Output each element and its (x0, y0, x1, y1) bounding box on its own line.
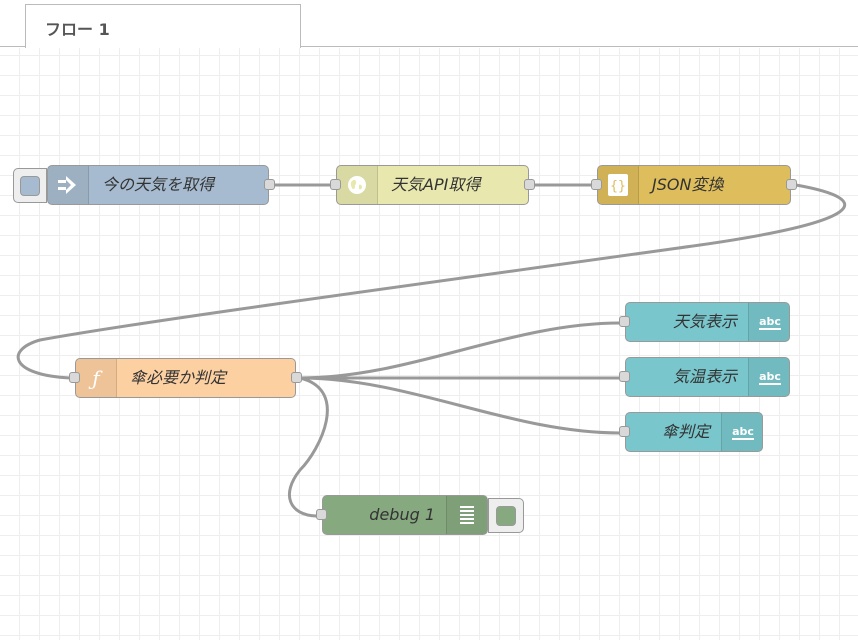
svg-text:abc: abc (759, 370, 781, 383)
debug-toggle-button-face[interactable] (496, 506, 516, 526)
node-label: 気温表示 (672, 367, 737, 386)
abc-text-icon: abc (748, 358, 789, 396)
input-port[interactable] (591, 179, 602, 190)
input-port[interactable] (316, 509, 327, 520)
output-port[interactable] (524, 179, 535, 190)
node-function[interactable]: ƒ 傘必要か判定 (69, 358, 302, 398)
input-port[interactable] (619, 316, 630, 327)
node-label: JSON変換 (652, 175, 724, 194)
node-label: 傘判定 (661, 422, 710, 441)
tab-flow-1[interactable]: フロー 1 (25, 4, 301, 48)
output-port[interactable] (786, 179, 797, 190)
debug-toggle-button[interactable] (488, 498, 524, 533)
svg-text:ƒ: ƒ (88, 366, 103, 390)
node-label: debug 1 (369, 505, 435, 524)
node-label: 傘必要か判定 (130, 368, 227, 387)
tab-label: フロー 1 (45, 20, 110, 39)
node-json[interactable]: {} JSON変換 (591, 165, 797, 205)
node-text-weather[interactable]: abc 天気表示 (619, 302, 790, 342)
output-port[interactable] (291, 372, 302, 383)
node-text-umbrella[interactable]: abc 傘判定 (619, 412, 763, 452)
inject-trigger-button-face[interactable] (20, 176, 40, 196)
input-port[interactable] (619, 371, 630, 382)
node-text-temperature[interactable]: abc 気温表示 (619, 357, 790, 397)
globe-icon (337, 166, 378, 204)
abc-text-icon: abc (721, 413, 762, 451)
node-inject[interactable]: 今の天気を取得 (47, 165, 275, 205)
inject-arrow-icon (48, 166, 89, 204)
braces-icon: {} (598, 166, 639, 204)
svg-text:abc: abc (732, 425, 754, 438)
node-label: 天気表示 (672, 312, 737, 331)
node-label: 今の天気を取得 (102, 175, 215, 194)
output-port[interactable] (264, 179, 275, 190)
node-debug[interactable]: debug 1 (316, 495, 488, 535)
node-http-request[interactable]: 天気API取得 (330, 165, 535, 205)
input-port[interactable] (330, 179, 341, 190)
flow-tab-bar: フロー 1 (0, 0, 858, 48)
input-port[interactable] (619, 426, 630, 437)
debug-list-icon (446, 496, 487, 534)
svg-text:abc: abc (759, 315, 781, 328)
abc-text-icon: abc (748, 303, 789, 341)
input-port[interactable] (69, 372, 80, 383)
function-icon: ƒ (76, 359, 117, 397)
flow-workspace[interactable] (0, 48, 858, 640)
svg-text:{}: {} (610, 179, 626, 194)
node-label: 天気API取得 (391, 175, 481, 194)
inject-trigger-button[interactable] (13, 168, 47, 203)
